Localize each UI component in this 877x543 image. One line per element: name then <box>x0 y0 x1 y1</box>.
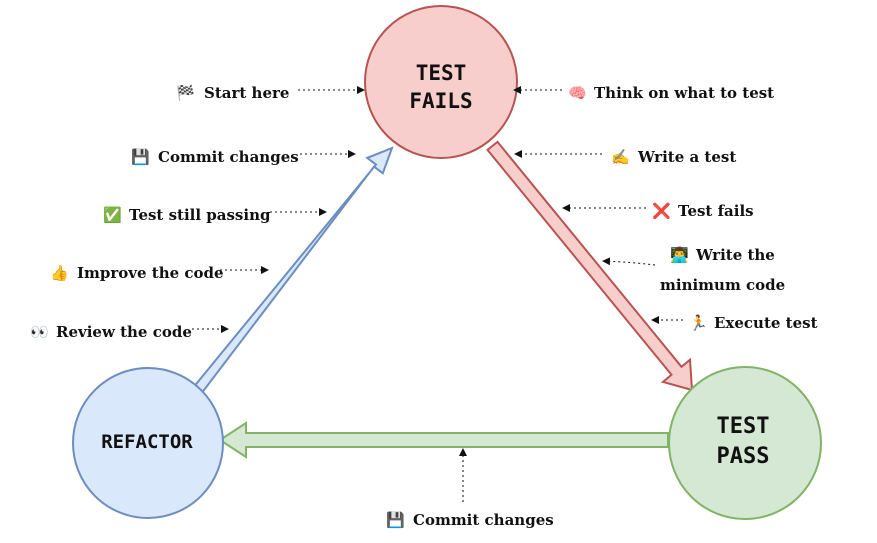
eyes-icon: 👀 <box>30 323 49 341</box>
step-label: Commit changes <box>413 511 554 529</box>
test-pass-label-line2: PASS <box>717 444 770 469</box>
technologist-icon: 👨‍💻 <box>670 246 689 264</box>
left-step-commit-changes: 💾 Commit changes <box>131 148 356 166</box>
left-step-review-the-code: 👀 Review the code <box>30 323 229 341</box>
step-label: Review the code <box>56 323 192 341</box>
right-step-write-minimum-code: 👨‍💻 Write the minimum code <box>602 246 785 294</box>
check-mark-icon: ✅ <box>103 206 122 224</box>
step-label: Improve the code <box>77 264 224 282</box>
arrow-fails-to-pass <box>486 140 694 392</box>
step-label-line2: minimum code <box>660 276 785 294</box>
checkered-flag-icon: 🏁 <box>176 84 195 102</box>
bottom-step-commit-changes: 💾 Commit changes <box>386 448 554 529</box>
right-step-test-fails: ❌ Test fails <box>562 202 754 220</box>
floppy-disk-icon: 💾 <box>386 511 405 529</box>
arrow-pass-to-refactor <box>218 421 669 459</box>
left-step-improve-the-code: 👍 Improve the code <box>50 264 269 282</box>
cross-mark-icon: ❌ <box>652 202 671 220</box>
left-step-start-here: 🏁 Start here <box>176 84 365 102</box>
test-fails-label-line2: FAILS <box>409 89 472 113</box>
right-step-think-on-what-to-test: 🧠 Think on what to test <box>513 84 774 102</box>
step-label: Test still passing <box>129 206 271 224</box>
writing-hand-icon: ✍️ <box>611 148 630 166</box>
step-label: Execute test <box>714 314 818 332</box>
refactor-node <box>72 367 224 519</box>
step-label-line1: Write the <box>695 246 775 264</box>
pointer-arrow <box>602 257 656 266</box>
test-fails-node <box>364 5 518 159</box>
brain-icon: 🧠 <box>568 84 587 102</box>
step-label: Think on what to test <box>594 84 774 102</box>
floppy-disk-icon: 💾 <box>131 148 150 166</box>
test-pass-node <box>668 366 822 520</box>
running-person-icon: 🏃 <box>689 314 708 332</box>
step-label: Test fails <box>678 202 754 220</box>
step-label: Start here <box>204 84 289 102</box>
arrow-refactor-to-fails <box>193 146 394 394</box>
left-step-test-still-passing: ✅ Test still passing <box>103 206 327 224</box>
test-fails-label-line1: TEST <box>416 61 467 85</box>
thumbs-up-icon: 👍 <box>50 264 69 282</box>
step-label: Commit changes <box>158 148 299 166</box>
step-label: Write a test <box>637 148 736 166</box>
test-pass-label-line1: TEST <box>717 414 770 439</box>
right-step-execute-test: 🏃 Execute test <box>651 314 818 332</box>
refactor-label: REFACTOR <box>101 431 193 453</box>
right-step-write-a-test: ✍️ Write a test <box>514 148 736 166</box>
